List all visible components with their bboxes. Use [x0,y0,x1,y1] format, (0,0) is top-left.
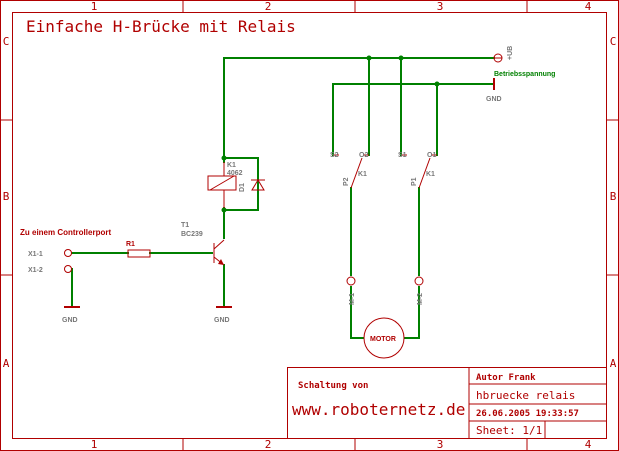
motor-terminal-m2 [414,276,424,286]
label-gnd-mid: GND [214,317,230,324]
junction-coil-bottom [221,207,227,213]
col-label-top-2: 2 [265,0,272,13]
col-label-bottom-4: 4 [585,438,592,451]
row-label-right-a: A [610,357,617,370]
row-label-left-b: B [3,190,10,203]
col-label-top-4: 4 [585,0,592,13]
label-p1: P1 [411,177,418,186]
wires [71,57,495,339]
title-block [287,367,607,439]
title-block-sheet: Sheet: 1/1 [476,424,542,437]
label-motor: MOTOR [370,336,396,343]
motor-terminal-m1 [346,276,356,286]
label-o2: O2 [359,152,368,159]
row-label-right-b: B [610,190,617,203]
title-block-filename: hbruecke relais [476,389,575,402]
title-block-date: 26.06.2005 19:33:57 [476,409,579,419]
connector-pin-x1-1 [64,249,72,257]
label-s1: S1 [398,152,407,159]
label-x1-2: X1-2 [28,267,43,274]
label-gnd-right: GND [486,96,502,103]
label-s2: S2 [330,152,339,159]
label-m1: M-1 [349,293,356,305]
row-label-right-c: C [610,35,617,48]
col-label-top-1: 1 [91,0,98,13]
title-block-website: www.roboternetz.de [292,400,465,419]
label-d1: D1 [239,183,246,192]
row-label-left-a: A [3,357,10,370]
relay-contact-left [333,154,369,189]
label-k1: K1 [227,162,236,169]
transistor-t1 [213,239,225,266]
label-m2: M-2 [417,293,424,305]
label-p2: P2 [343,177,350,186]
relay-contact-right [401,154,437,189]
col-label-top-3: 3 [437,0,444,13]
title-block-author: Autor Frank [476,373,536,383]
junction-coil-top [221,155,227,161]
col-label-bottom-3: 3 [437,438,444,451]
diode-d1 [251,179,265,191]
label-k1-value: 4062 [227,170,243,177]
label-x1-1: X1-1 [28,251,43,258]
title-block-schaltung-von: Schaltung von [298,381,368,391]
label-t1-value: BC239 [181,231,203,238]
label-o1: O1 [427,152,436,159]
row-label-left-c: C [3,35,10,48]
label-t1: T1 [181,222,189,229]
label-controller-port: Zu einem Controllerport [20,228,111,237]
motor-symbol [363,317,405,359]
label-relay-k1-right: K1 [426,171,435,178]
relay-coil-k1 [207,162,237,208]
label-gnd-left: GND [62,317,78,324]
label-supply: Betriebsspannung [494,71,555,78]
label-relay-k1-left: K1 [358,171,367,178]
label-vcc: +UB [507,46,514,60]
resistor-r1 [127,249,151,258]
connector-pin-x1-2 [64,265,72,273]
col-label-bottom-2: 2 [265,438,272,451]
junction-rail-left [366,55,372,61]
junction-rail-right [398,55,404,61]
diagram-title: Einfache H-Brücke mit Relais [26,17,296,36]
junction-gnd-rail [434,81,440,87]
col-label-bottom-1: 1 [91,438,98,451]
label-r1: R1 [126,241,135,248]
